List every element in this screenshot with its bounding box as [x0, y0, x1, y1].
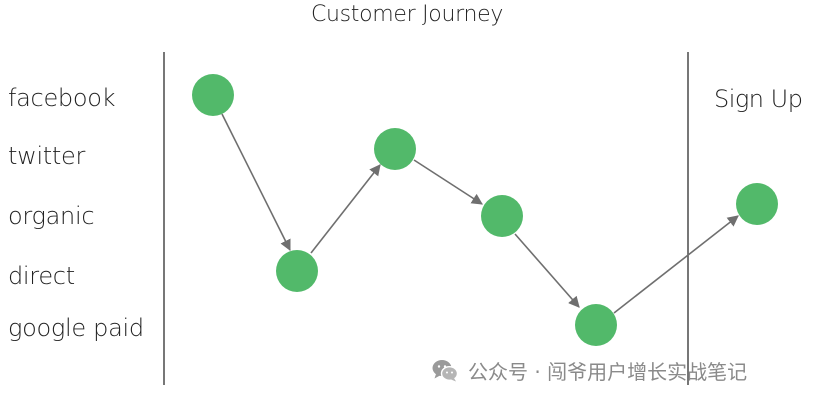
arrow-direct-to-twitter	[310, 164, 381, 254]
watermark: 公众号 · 闯爷用户增长实战笔记	[430, 354, 747, 386]
arrow-google-paid-to-signup	[613, 215, 739, 314]
journey-node-signup	[736, 183, 778, 225]
channel-label-organic: organic	[8, 202, 95, 230]
journey-node-twitter	[374, 128, 416, 170]
channel-label-google-paid: google paid	[8, 314, 144, 342]
diagram-title: Customer Journey	[310, 2, 504, 27]
journey-node-organic	[481, 195, 523, 237]
journey-node-direct	[276, 250, 318, 292]
journey-node-facebook	[192, 74, 234, 116]
channel-label-facebook: facebook	[8, 84, 116, 112]
arrow-organic-to-google-paid	[514, 233, 580, 308]
arrow-facebook-to-direct	[221, 113, 291, 252]
channel-label-twitter: twitter	[8, 142, 86, 170]
signup-label: Sign Up	[714, 85, 803, 113]
wechat-icon	[432, 360, 459, 382]
journey-node-google-paid	[575, 304, 617, 346]
arrow-twitter-to-organic	[413, 159, 483, 205]
watermark-text: 公众号 · 闯爷用户增长实战笔记	[468, 359, 748, 384]
channel-label-direct: direct	[8, 262, 75, 290]
